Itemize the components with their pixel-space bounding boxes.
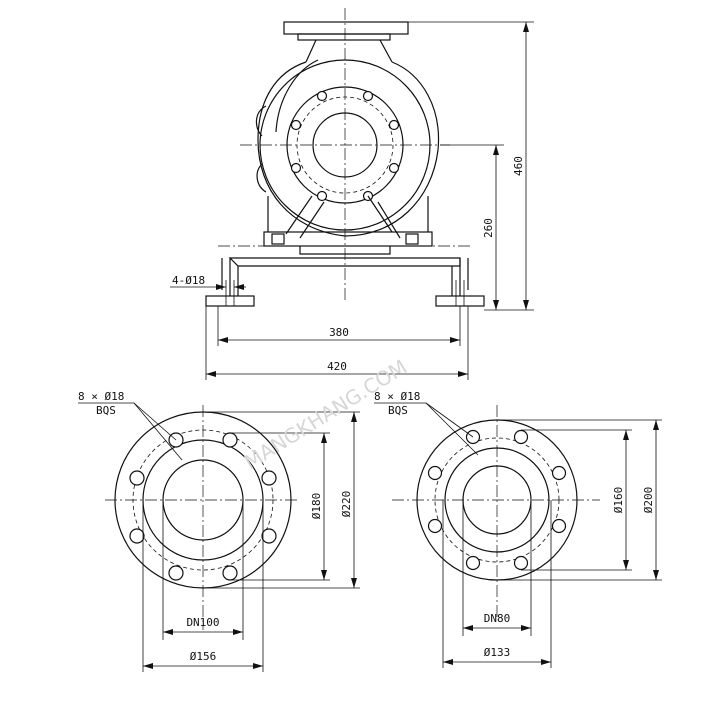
inlet-pcd-label: Ø180 xyxy=(310,493,323,520)
inlet-nominal-label: DN100 xyxy=(186,616,219,629)
dim-height-overall-label: 460 xyxy=(512,156,525,176)
pump-front-view xyxy=(205,8,485,307)
callout-foot-holes-label: 4-Ø18 xyxy=(172,274,205,287)
outlet-flange-view: 8 × Ø18 BQS Ø160 Ø200 DN80 Ø133 xyxy=(374,390,662,668)
watermark-text: MANGKHANG.COM xyxy=(240,355,411,474)
inlet-outer-label: Ø220 xyxy=(340,491,353,518)
dim-shaft-height: 260 xyxy=(440,144,504,310)
outlet-bolt-holes xyxy=(427,429,567,571)
dim-height-overall: 460 xyxy=(408,21,534,311)
outlet-bolt-spec-label: BQS xyxy=(388,404,408,417)
inlet-bolt-spec-label: BQS xyxy=(96,404,116,417)
dim-base-width: 420 xyxy=(205,306,469,380)
dim-shaft-height-label: 260 xyxy=(482,218,495,238)
inlet-bolts-label: 8 × Ø18 xyxy=(78,390,124,403)
outlet-raised-face-label: Ø133 xyxy=(484,646,511,659)
dim-bolt-spacing-label: 380 xyxy=(329,326,349,339)
outlet-outer-label: Ø200 xyxy=(642,487,655,514)
outlet-bolts-label: 8 × Ø18 xyxy=(374,390,420,403)
inlet-flange-view: 8 × Ø18 BQS Ø180 Ø220 DN100 Ø156 xyxy=(78,390,360,672)
inlet-bolt-holes xyxy=(129,432,277,581)
inlet-raised-face-label: Ø156 xyxy=(190,650,217,663)
outlet-nominal-label: DN80 xyxy=(484,612,511,625)
callout-foot-holes: 4-Ø18 xyxy=(170,274,246,290)
dim-bolt-spacing: 380 xyxy=(217,306,461,346)
outlet-pcd-label: Ø160 xyxy=(612,487,625,514)
dim-base-width-label: 420 xyxy=(327,360,347,373)
